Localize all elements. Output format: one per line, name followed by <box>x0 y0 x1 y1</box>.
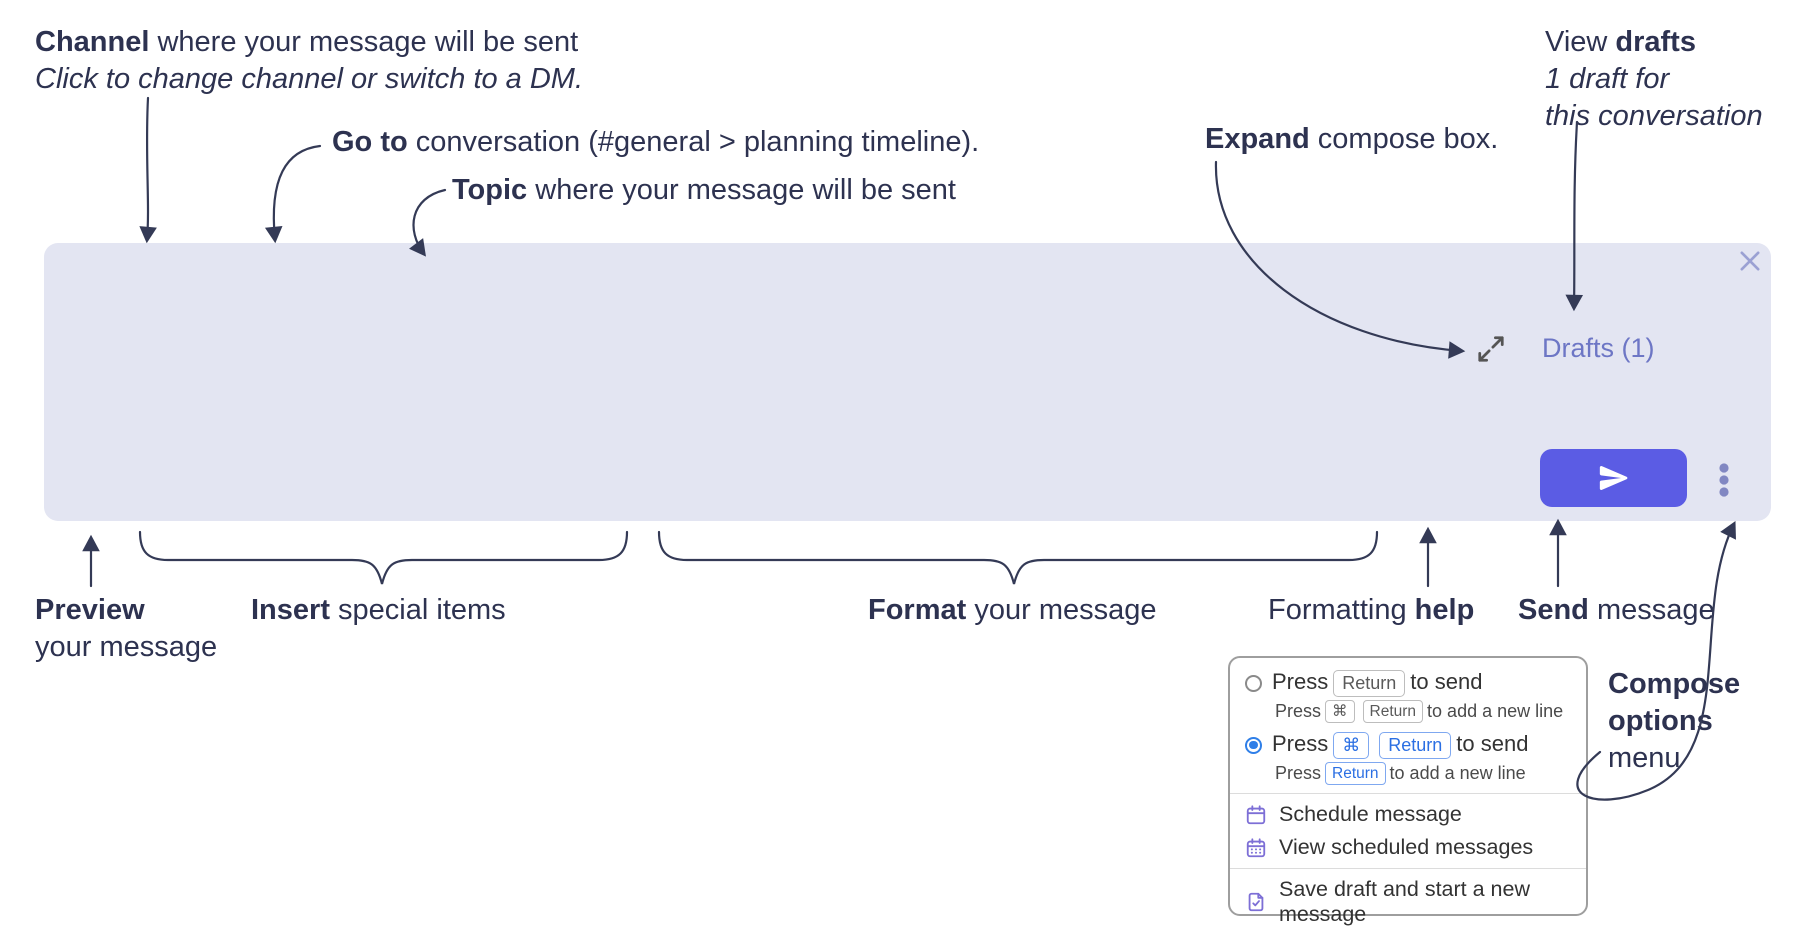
send-button[interactable] <box>1540 449 1687 507</box>
return-key: Return <box>1379 732 1452 759</box>
cmd-key: ⌘ <box>1333 732 1370 759</box>
cmd-key: ⌘ <box>1325 700 1355 723</box>
return-key: Return <box>1325 762 1386 785</box>
goto-arrow <box>264 144 322 244</box>
vertical-dots-icon <box>1719 463 1729 497</box>
close-compose-button[interactable] <box>1735 247 1765 277</box>
topic-annotation: Topic where your message will be sent <box>452 174 956 206</box>
close-icon <box>1740 251 1760 271</box>
expand-compose-button[interactable] <box>1475 334 1507 366</box>
radio-unselected[interactable] <box>1245 674 1262 692</box>
view-scheduled-messages-item[interactable]: View scheduled messages <box>1245 835 1570 860</box>
radio-selected[interactable] <box>1245 736 1262 754</box>
drafts-link[interactable]: Drafts (1) <box>1542 333 1655 363</box>
popup-divider <box>1230 793 1586 794</box>
expand-annotation: Expand compose box. <box>1205 123 1499 155</box>
view-drafts-annotation: View drafts 1 draft for this conversatio… <box>1545 26 1763 132</box>
draft-check-icon <box>1248 892 1264 912</box>
calendar-icon <box>1246 804 1266 824</box>
formatting-help-annotation: Formatting help <box>1268 594 1475 626</box>
compose-options-button[interactable] <box>1705 458 1743 502</box>
send-annotation: Send message <box>1518 594 1715 626</box>
format-brace <box>657 530 1379 585</box>
return-key: Return <box>1362 700 1424 723</box>
channel-annotation: Channel where your message will be sent … <box>35 24 583 98</box>
schedule-message-item[interactable]: Schedule message <box>1245 802 1570 827</box>
channel-annotation-rest: where your message will be sent <box>149 26 579 58</box>
channel-annotation-sub: Click to change channel or switch to a D… <box>35 63 584 95</box>
goto-annotation: Go to conversation (#general > planning … <box>332 126 980 158</box>
compose-options-annotation: Compose options menu <box>1608 668 1741 774</box>
save-draft-item[interactable]: Save draft and start a new message <box>1245 877 1570 927</box>
insert-brace <box>138 530 629 585</box>
popup-divider <box>1230 868 1586 869</box>
channel-arrow <box>139 96 157 244</box>
return-key: Return <box>1333 670 1406 697</box>
expand-icon <box>1478 336 1504 362</box>
compose-box <box>44 243 1771 521</box>
insert-annotation: Insert special items <box>251 594 506 626</box>
send-icon <box>1599 465 1627 491</box>
format-annotation: Format your message <box>868 594 1157 626</box>
preview-annotation: Preview your message <box>35 594 218 663</box>
calendar-grid-icon <box>1246 837 1266 857</box>
channel-annotation-bold: Channel <box>35 26 150 58</box>
